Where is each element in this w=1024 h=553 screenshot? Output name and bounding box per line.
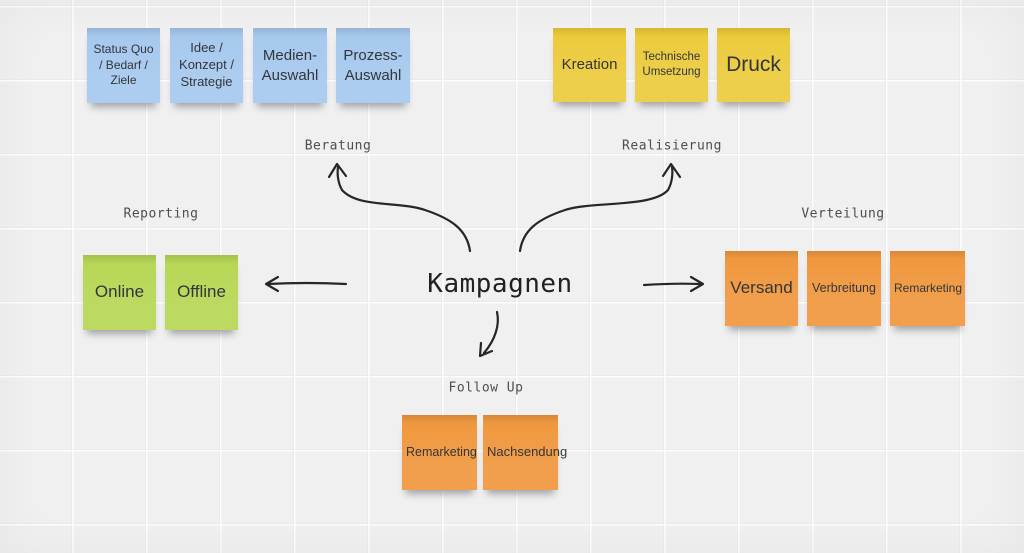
- sticky-note-kreation[interactable]: Kreation: [553, 28, 626, 102]
- sticky-note-medien-auswahl[interactable]: Medien-Auswahl: [253, 28, 327, 103]
- central-topic-kampagnen[interactable]: Kampagnen: [427, 269, 573, 299]
- sticky-note-versand[interactable]: Versand: [725, 251, 798, 326]
- group-label-reporting[interactable]: Reporting: [123, 206, 199, 222]
- sticky-note-prozess-auswahl[interactable]: Prozess-Auswahl: [336, 28, 410, 103]
- sticky-note-status-quo[interactable]: Status Quo / Bedarf / Ziele: [87, 28, 160, 103]
- sticky-note-nachsendung[interactable]: Nachsendung: [483, 415, 567, 490]
- arrow-to-beratung[interactable]: [327, 162, 472, 253]
- arrow-to-verteilung[interactable]: [642, 275, 705, 293]
- sticky-note-offline[interactable]: Offline: [165, 255, 238, 330]
- sticky-note-remarketing-verteilung[interactable]: Remarketing: [890, 251, 965, 326]
- arrow-to-followup[interactable]: [478, 310, 499, 358]
- sticky-note-technische-umsetzung[interactable]: Technische Umsetzung: [635, 28, 708, 102]
- sticky-note-idee-konzept[interactable]: Idee / Konzept / Strategie: [170, 28, 243, 103]
- sticky-note-remarketing-followup[interactable]: Remarketing: [402, 415, 477, 490]
- group-label-followup[interactable]: Follow Up: [448, 380, 524, 396]
- arrow-to-reporting[interactable]: [264, 275, 348, 293]
- sticky-note-druck[interactable]: Druck: [717, 28, 790, 102]
- sticky-note-verbreitung[interactable]: Verbreitung: [807, 251, 881, 326]
- group-label-beratung[interactable]: Beratung: [304, 138, 372, 154]
- arrow-to-realisierung[interactable]: [518, 162, 682, 253]
- sticky-note-online[interactable]: Online: [83, 255, 156, 330]
- group-label-verteilung[interactable]: Verteilung: [801, 206, 885, 222]
- group-label-realisierung[interactable]: Realisierung: [622, 138, 722, 154]
